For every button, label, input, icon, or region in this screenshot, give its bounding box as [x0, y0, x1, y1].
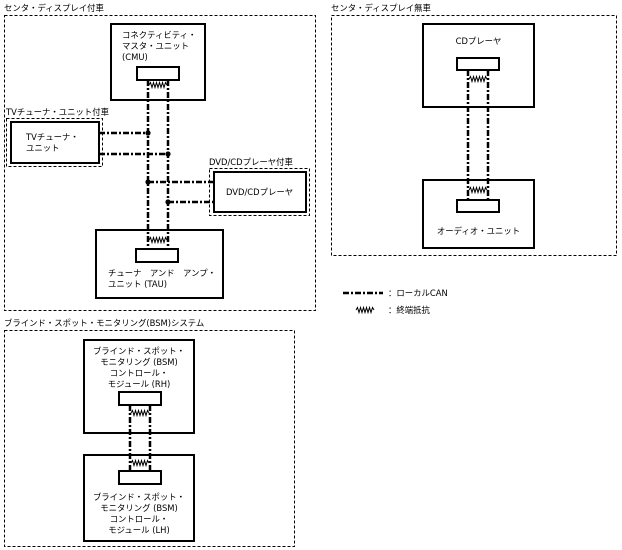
legend-termination-resistor-symbol — [355, 305, 375, 315]
junction-dot — [145, 130, 151, 136]
cmu-connector — [136, 66, 180, 81]
cd-player-connector — [456, 57, 500, 71]
bsm-lh-label-line: コントロール・ — [109, 514, 169, 524]
tv-tuner-box — [10, 121, 100, 164]
termination-resistor-bsm-rh — [130, 408, 150, 418]
tv-tuner-label-line: TVチューナ・ — [26, 132, 79, 142]
bsm-rh-label-line: コントロール・ — [109, 368, 169, 378]
tau-connector — [135, 248, 179, 263]
group-label-dvd-cd-player: DVD/CDプレーヤ付車 — [209, 157, 293, 167]
tv-tuner-label: TVチューナ・ ユニット — [26, 132, 79, 154]
termination-resistor-cmu — [148, 80, 168, 90]
audio-unit-connector — [456, 199, 500, 213]
bsm-lh-label: ブラインド・スポット・ モニタリング (BSM) コントロール・ モジュール (… — [84, 492, 194, 536]
audio-unit-label-line: オーディオ・ユニット — [436, 226, 521, 236]
group-label-center-display-equipped: センタ・ディスプレイ付車 — [4, 3, 104, 13]
bsm-rh-label-line: ブラインド・スポット・ — [92, 346, 186, 356]
bsm-rh-label: ブラインド・スポット・ モニタリング (BSM) コントロール・ モジュール (… — [84, 346, 194, 390]
termination-resistor-bsm-lh — [130, 458, 150, 468]
cd-player-label: CDプレーヤ — [423, 36, 534, 47]
center-display-none-group-outline — [331, 15, 617, 256]
cmu-label-line: コネクティビティ・ — [122, 30, 197, 40]
bsm-rh-box — [83, 339, 195, 434]
bsm-rh-connector — [118, 391, 162, 406]
junction-dot — [165, 151, 171, 157]
bsm-system-group-outline — [4, 330, 295, 547]
dvd-cd-player-box — [213, 171, 307, 213]
bsm-lh-connector — [118, 470, 162, 485]
tau-box — [95, 229, 224, 299]
audio-unit-box — [422, 179, 535, 249]
termination-resistor-cd-player — [468, 74, 488, 84]
bsm-rh-label-line: モニタリング (BSM) — [100, 357, 178, 367]
junction-dot — [145, 179, 151, 185]
bsm-lh-box — [83, 454, 195, 542]
tau-label-line: ユニット (TAU) — [108, 279, 168, 289]
bsm-lh-label-line: モニタリング (BSM) — [100, 503, 178, 513]
dvd-cd-player-label: DVD/CDプレーヤ — [226, 187, 293, 198]
legend-termination-resistor-label: ：終端抵抗 — [388, 305, 430, 315]
cmu-label-line: (CMU) — [122, 52, 148, 62]
termination-resistor-tau — [148, 235, 168, 245]
cmu-label: コネクティビティ・ マスタ・ユニット (CMU) — [122, 30, 196, 63]
group-label-center-display-none: センタ・ディスプレイ無車 — [331, 3, 431, 13]
group-label-bsm-system: ブラインド・スポット・モニタリング(BSM)システム — [4, 318, 205, 328]
junction-dot — [165, 199, 171, 205]
audio-unit-label: オーディオ・ユニット — [423, 226, 534, 237]
dvd-cd-player-label-line: DVD/CDプレーヤ — [226, 187, 294, 197]
dvd-cd-player-group-outline — [209, 168, 310, 216]
bsm-lh-label-line: モジュール (LH) — [108, 525, 170, 535]
cmu-label-line: マスタ・ユニット — [122, 41, 189, 51]
tau-label-line: チューナ アンド アンプ・ — [108, 268, 216, 278]
bsm-rh-label-line: モジュール (RH) — [107, 379, 171, 389]
tau-label: チューナ アンド アンプ・ ユニット (TAU) — [108, 268, 216, 290]
cd-player-label-line: CDプレーヤ — [455, 36, 502, 46]
group-label-tv-tuner: TVチューナ・ユニット付車 — [6, 107, 109, 117]
legend-local-can-label: ：ローカルCAN — [388, 288, 448, 298]
bsm-lh-label-line: ブラインド・スポット・ — [92, 492, 186, 502]
center-display-equipped-group-outline — [4, 15, 316, 311]
tv-tuner-group-outline — [6, 118, 103, 167]
tv-tuner-label-line: ユニット — [26, 143, 60, 153]
termination-resistor-audio-unit — [468, 185, 488, 195]
